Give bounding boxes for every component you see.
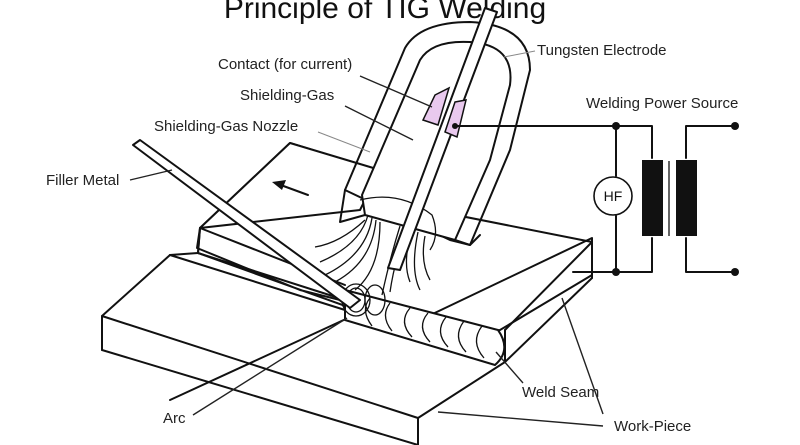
transformer-primary-coil bbox=[642, 160, 663, 236]
label-weld-seam: Weld Seam bbox=[522, 384, 599, 401]
label-shielding-gas-nozzle: Shielding-Gas Nozzle bbox=[154, 118, 298, 135]
label-shielding-gas: Shielding-Gas bbox=[240, 87, 334, 104]
terminal-dot bbox=[731, 122, 739, 130]
transformer-secondary-coil bbox=[676, 160, 697, 236]
label-contact: Contact (for current) bbox=[218, 56, 352, 73]
terminal-dot bbox=[731, 268, 739, 276]
contact-block bbox=[421, 86, 468, 139]
junction-dot bbox=[612, 268, 620, 276]
direction-arrow-icon bbox=[272, 180, 309, 196]
work-piece bbox=[101, 142, 593, 445]
label-welding-power-source: Welding Power Source bbox=[586, 95, 738, 112]
welding-torch bbox=[314, 7, 531, 296]
power-circuit: HF bbox=[454, 122, 739, 276]
label-filler-metal: Filler Metal bbox=[46, 172, 119, 189]
hf-label: HF bbox=[604, 188, 623, 204]
labels: Tungsten Electrode Contact (for current)… bbox=[46, 42, 738, 435]
label-tungsten-electrode: Tungsten Electrode bbox=[537, 42, 667, 59]
label-arc: Arc bbox=[163, 410, 186, 427]
junction-dot bbox=[612, 122, 620, 130]
weld-seam bbox=[341, 283, 506, 366]
label-work-piece: Work-Piece bbox=[614, 418, 691, 435]
filler-metal-rod bbox=[132, 139, 361, 309]
hf-generator bbox=[593, 176, 633, 216]
